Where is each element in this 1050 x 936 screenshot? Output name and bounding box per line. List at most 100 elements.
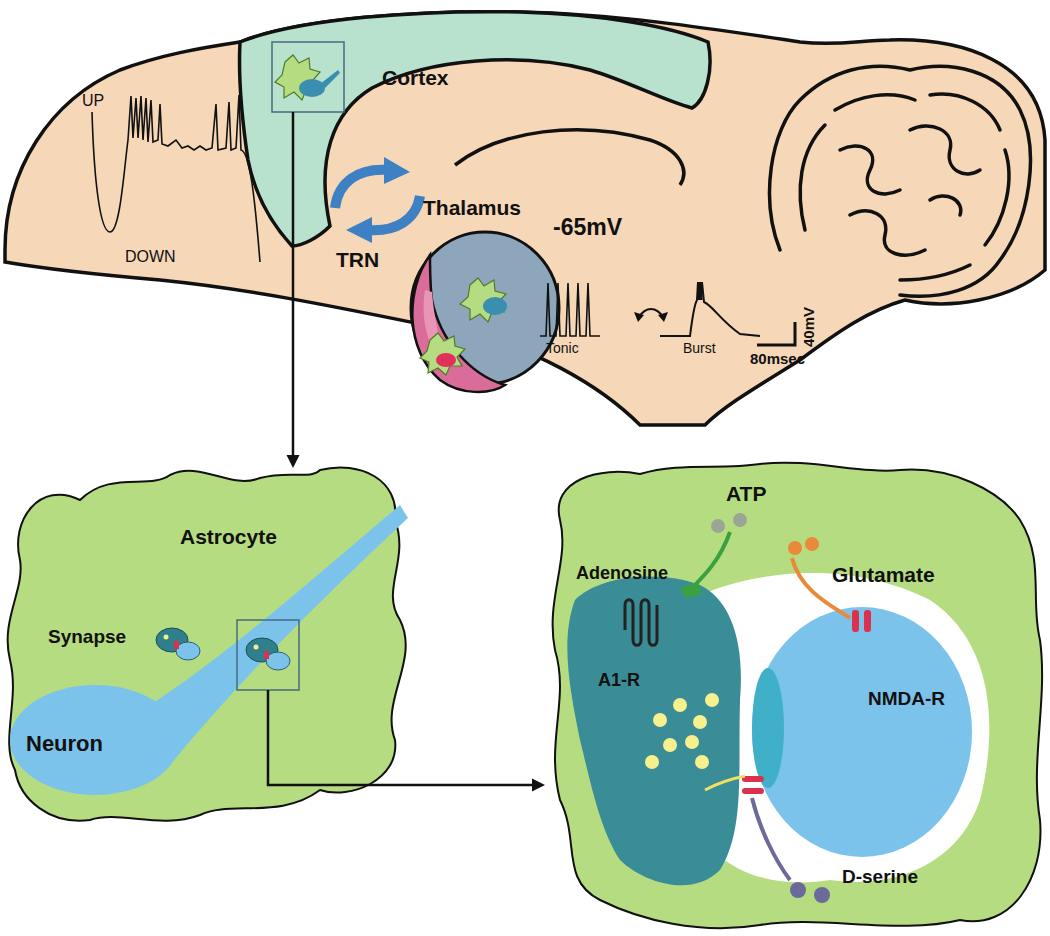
circuit-arrows-part [384,157,410,184]
cerebellum-folds-part [930,196,961,215]
astrocyte-cell-shape-part [156,628,200,660]
astrocyte-cell-shape-part-part [264,651,269,659]
thalamus-region: Thalamus [405,232,560,372]
synapse-detail-part [711,519,725,533]
astrocyte-icon-part [272,42,344,112]
node-label: Adenosine [576,563,668,584]
cerebellum-folds-part [930,94,1000,130]
synapse-detail-part-part [645,755,659,769]
synapse-detail-part [805,537,819,551]
synapse-detail-part [567,577,741,886]
node-label: Thalamus [423,196,521,220]
synapse-detail-part-part [673,698,687,712]
synapse-detail-part-part [705,693,719,707]
astrocyte-cell-shape-part [150,505,408,765]
tonic-burst-traces-part [634,312,644,322]
node-label: ATP [726,482,766,506]
circuit-arrows-part [335,170,388,208]
cerebellum-folds-part [900,265,970,280]
synapse-detail-part [752,798,790,880]
thalamus-shape-part [411,232,559,384]
astrocyte-cell-shape-part [237,620,299,690]
figure-label: 40mV [800,307,817,347]
astrocyte-cell-shape-part-part [164,635,169,640]
tonic-burst-traces-part [658,312,668,322]
cerebellum-folds-part [770,66,1031,296]
figure-label: DOWN [125,248,176,266]
circuit-arrows-part [368,196,420,230]
tonic-burst-traces-part [660,282,760,336]
thalamus-shape [411,232,559,392]
astrocyte-cell-shape-part [268,690,407,785]
astrocyte-cell-shape-part-part [254,645,259,650]
synapse-detail-part [814,887,830,903]
midbrain-lines-part [455,130,684,185]
astrocyte-icon-part [320,70,340,90]
node-label: A1-R [598,670,640,691]
synapse-detail-part [733,513,747,527]
synapse-detail [553,463,1043,929]
brain-section-part [5,12,1045,425]
presynaptic-terminal: A1-R [568,572,748,872]
synapse-detail-part-part [693,715,707,729]
cortex-shape [239,12,710,246]
synapse-detail-part-part [695,755,709,769]
figure-label: NMDA-R [868,688,945,710]
astrocyte-cell-shape-part-part [174,641,179,649]
brain-section [5,12,1045,425]
astrocyte-cell-shape-part [10,685,180,795]
synapse-detail-part [852,610,859,632]
up-down-trace-part [92,95,260,262]
synapse-detail-part [752,668,784,788]
synapse-detail-part [788,541,802,555]
arrow-head [287,455,300,468]
synapse-detail-part-part [653,713,667,727]
astrocyte-cell: AstrocyteSynapseNeuron [5,468,407,833]
midbrain-lines [455,130,684,185]
node-label: Glutamate [832,563,935,587]
thalamus-shape-part [412,255,505,392]
synapse-detail-part [742,776,764,782]
tonic-burst-traces [540,282,795,345]
cerebellum-folds-part [840,146,900,194]
astrocyte-icon-part [299,79,325,97]
tonic-burst-traces-part [540,283,600,336]
synapse-detail-part [864,610,871,632]
arrow-head [532,779,545,792]
zoom-arrow [287,244,300,468]
synapse-detail-part [680,582,702,598]
zoom-arrow [407,779,545,792]
figure-label: -65mV [553,214,622,240]
node-label: D-serine [842,866,918,888]
astrocyte-icon-part [460,278,506,322]
synapse-detail-part [705,776,745,790]
node-label: Synapse [48,626,126,648]
astrocyte-icon-part [420,333,465,375]
astrocyte-icon-part [292,112,295,244]
node-label: Neuron [26,731,103,756]
cerebellum-folds-part [835,95,915,110]
arrow-line [292,244,295,457]
figure-label: UP [82,92,104,110]
synapse-detail-part-part [663,738,677,752]
synapse-detail-part [625,600,657,646]
cerebellum-folds-part [910,126,980,174]
cortex-shape-part [239,12,710,246]
node-label: TRN [336,248,379,272]
up-down-trace [92,95,260,262]
cerebellum-folds-part [850,211,925,255]
synapse-detail-part [645,693,719,769]
node-label: Astrocyte [180,525,277,549]
astrocyte-cell-shape [8,467,408,820]
cerebellum-folds [770,66,1031,296]
arrow-line [407,784,534,787]
cerebellum-folds-part [985,150,1009,245]
circuit-arrows [335,157,420,243]
cerebellum-folds-part [800,125,825,230]
astrocyte-icon-part [436,353,456,367]
astrocyte-cell-shape-part-part [176,642,200,660]
astrocyte-cell-shape-part-part [266,652,290,670]
circuit-arrows-part [346,217,372,243]
